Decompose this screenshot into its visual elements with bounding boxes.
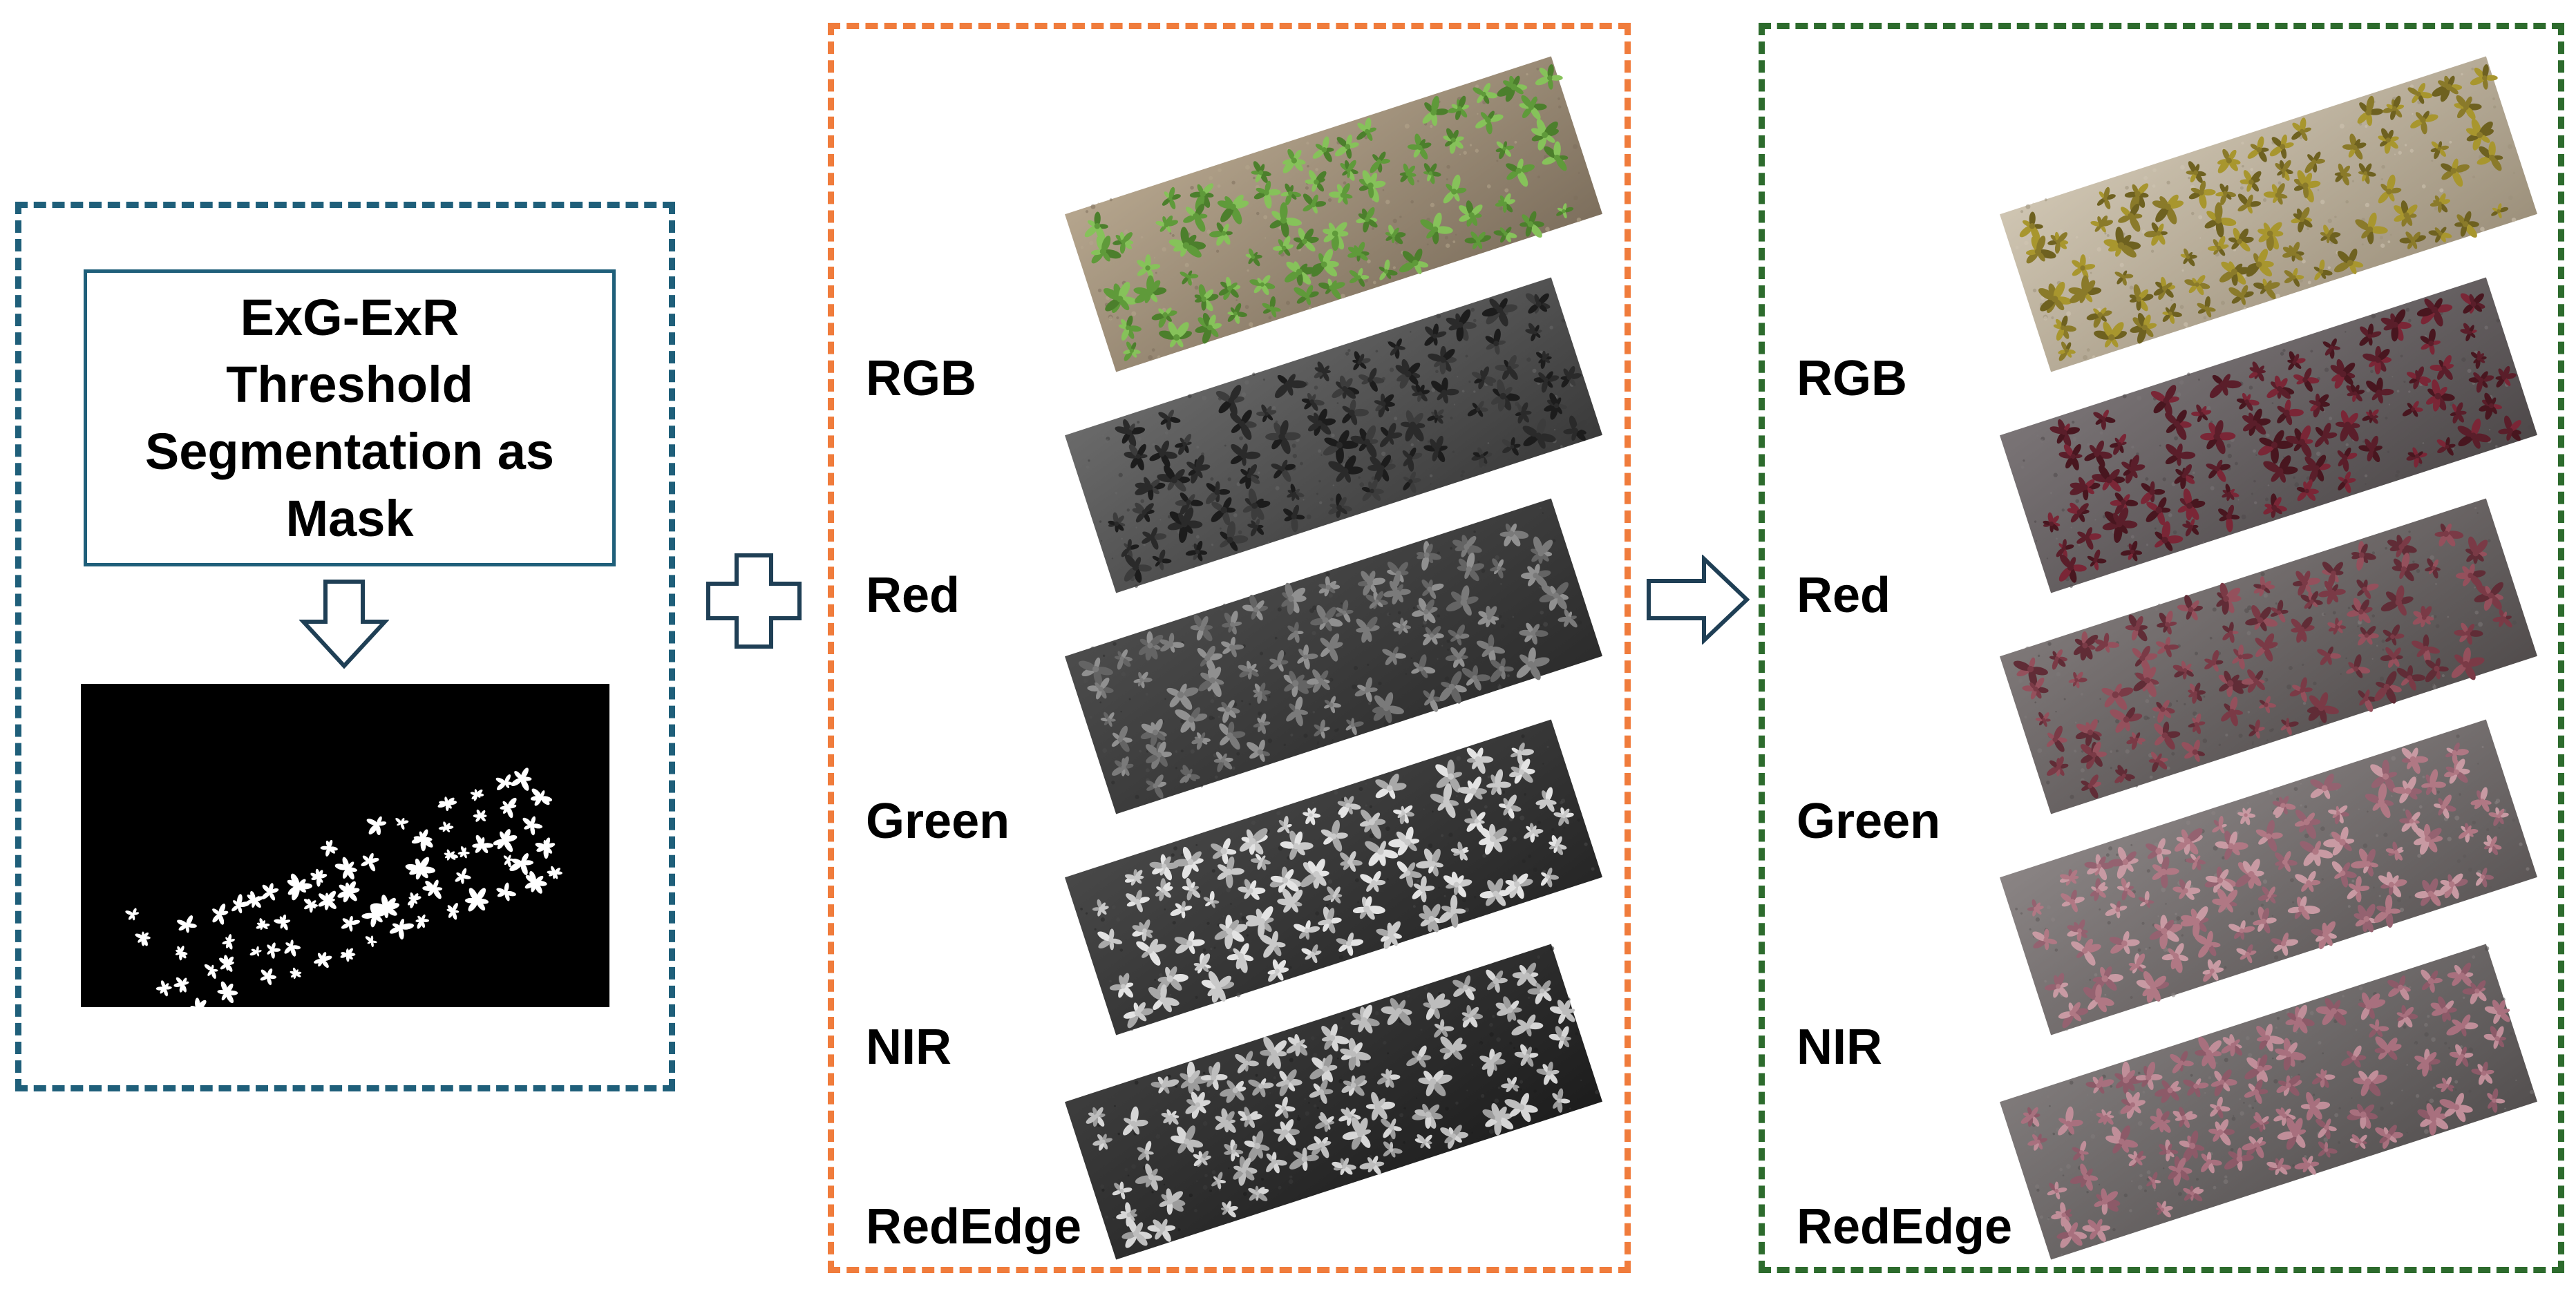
method-line: Segmentation as xyxy=(144,423,555,480)
raw-band-label-rededge: RedEdge xyxy=(866,1199,1082,1254)
raw-band-label-rgb: RGB xyxy=(866,351,976,406)
segmentation-method-label: ExG-ExR Threshold Segmentation as Mask xyxy=(131,284,568,552)
down-arrow-icon xyxy=(299,580,389,669)
raw-red-image xyxy=(1065,277,1602,593)
method-line: ExG-ExR xyxy=(240,289,460,346)
mask-generation-panel xyxy=(15,202,675,1091)
masked-red-image xyxy=(2000,277,2537,593)
right-arrow-icon xyxy=(1647,555,1750,644)
raw-band-label-nir: NIR xyxy=(866,1020,951,1075)
masked-band-label-nir: NIR xyxy=(1797,1020,1882,1075)
masked-nir-image xyxy=(2000,719,2537,1035)
masked-green-image xyxy=(2000,498,2537,814)
masked-bands-panel xyxy=(1759,23,2564,1273)
masked-band-label-rededge: RedEdge xyxy=(1797,1199,2013,1254)
raw-rededge-image xyxy=(1065,944,1602,1260)
raw-band-label-red: Red xyxy=(866,568,960,623)
raw-bands-panel xyxy=(828,23,1631,1273)
plus-icon xyxy=(706,553,802,649)
segmentation-method-box: ExG-ExR Threshold Segmentation as Mask xyxy=(84,269,616,566)
raw-rgb-image xyxy=(1065,56,1602,372)
binary-mask-image xyxy=(81,684,609,1007)
raw-green-image xyxy=(1065,498,1602,814)
masked-band-label-rgb: RGB xyxy=(1797,351,1907,406)
raw-band-label-green: Green xyxy=(866,794,1010,849)
masked-band-label-green: Green xyxy=(1797,794,1941,849)
method-line: Mask xyxy=(285,490,414,547)
method-line: Threshold xyxy=(226,356,473,413)
masked-rgb-image xyxy=(2000,56,2537,372)
masked-band-label-red: Red xyxy=(1797,568,1891,623)
raw-nir-image xyxy=(1065,719,1602,1035)
masked-rededge-image xyxy=(2000,944,2537,1260)
